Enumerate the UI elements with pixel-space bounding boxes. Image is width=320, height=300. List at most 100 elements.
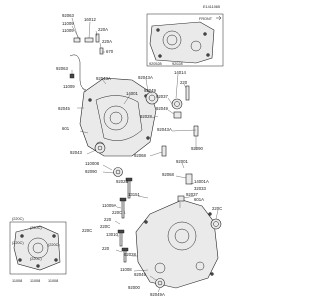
lower-crankcase-half [135, 173, 222, 289]
leader-line [101, 78, 107, 85]
callout-label: 92037 [186, 192, 199, 197]
left-bearing-group [94, 142, 167, 177]
callout-label: 220 [102, 246, 110, 251]
callout-label: 11009A [102, 203, 117, 208]
leader-line [123, 94, 131, 105]
callout-label: 220C [82, 228, 92, 233]
callout-label: 14001 [126, 91, 139, 96]
inset-hole [158, 54, 162, 58]
crankcase-left [79, 77, 157, 157]
leader-line [167, 109, 175, 115]
front-label: FRONT [199, 17, 213, 21]
bolt-head [125, 177, 133, 182]
bolt-pattern-inset [9, 221, 67, 275]
bearing [155, 278, 165, 288]
callout-label: 220 [104, 217, 112, 222]
callout-label: 11008 [48, 279, 58, 283]
dowel-pin [185, 85, 190, 101]
callout-label: (220C) [12, 241, 24, 245]
leader-line [157, 287, 161, 293]
callout-label: 92049 [134, 272, 147, 277]
bearing [145, 91, 159, 105]
leader-line [175, 175, 187, 179]
oil-seal [210, 218, 222, 230]
inset-bore-inner [32, 242, 44, 254]
inset-hole [54, 258, 58, 262]
figure-code: E1411065 [203, 5, 220, 9]
bolt-hole [146, 136, 150, 140]
crank-bore [103, 105, 129, 131]
stud [99, 47, 104, 55]
leader-lines [71, 17, 219, 293]
leader-line [115, 249, 123, 253]
leader-line [215, 209, 219, 220]
stud [95, 33, 100, 43]
callout-label: 16012 [84, 17, 97, 22]
callout-label: (220C) [30, 257, 42, 261]
callout-label: 92049 [144, 88, 157, 93]
bearing-inner [157, 280, 163, 286]
callout-label: 14014 [174, 70, 187, 75]
leader-line [102, 171, 115, 174]
bearing-inner [148, 94, 156, 102]
leader-line [167, 97, 173, 105]
callout-label: 601 [62, 126, 70, 131]
leader-line [149, 275, 157, 281]
leader-line [71, 25, 81, 41]
callout-label: 92028 [124, 252, 137, 257]
leader-line [181, 162, 185, 169]
tube [69, 54, 87, 91]
inset-bore [162, 30, 182, 50]
oil-seal-inner [115, 169, 121, 175]
leader-line [123, 209, 126, 215]
bolt-hole [144, 220, 148, 224]
breather-tube [69, 33, 104, 91]
oil-seal-inner [213, 221, 219, 227]
callout-label: 14001A [194, 179, 209, 184]
callout-label: 920528 [149, 62, 162, 66]
inset-bearing-seat [190, 40, 202, 52]
leader-line [175, 73, 179, 99]
callout-label: 11008 [12, 279, 22, 283]
inset-case [13, 225, 61, 271]
crankcase-right [135, 199, 219, 289]
callout-label: 92037 [156, 94, 169, 99]
plug [177, 195, 185, 202]
callout-label: 92001 [176, 159, 189, 164]
bolt-hole [88, 98, 92, 102]
bolt-hole [210, 272, 214, 276]
callout-label: 11008 [30, 279, 40, 283]
bolt [121, 199, 125, 219]
leader-line [133, 269, 149, 272]
leader-line [95, 30, 98, 37]
oil-seal [171, 98, 183, 110]
callout-label: 92043A [96, 76, 111, 81]
callout-label: 92028 [116, 179, 129, 184]
leader-line [145, 78, 149, 93]
callout-labels: 92063 11009 16012 11009 220A 220A 92063 … [12, 13, 222, 297]
crankcase-rib [95, 95, 143, 141]
leader-line [183, 83, 187, 89]
leader-line [102, 164, 113, 171]
inset-crankcase [149, 21, 215, 64]
leader-line [86, 149, 97, 155]
callout-label: 220A [102, 39, 112, 44]
leader-line [183, 195, 195, 199]
leader-line [189, 182, 195, 185]
crank-bore [167, 221, 197, 251]
bolt-hole [208, 212, 212, 216]
inset-hole [206, 53, 210, 57]
inset-hole [203, 32, 207, 36]
callout-label: 11009 [62, 21, 74, 26]
crankcase-bolts [117, 177, 133, 263]
bearing [94, 142, 106, 154]
stud [161, 145, 167, 157]
crank-bore-inner [109, 111, 123, 125]
callout-label: 13151 [128, 192, 141, 197]
callout-label: 32033 [194, 186, 207, 191]
inset-hole [156, 28, 160, 32]
callout-label: 92090 [191, 146, 204, 151]
crankcase-exploded-diagram: E1411065 FRONT 920528 92028 [9, 5, 224, 297]
shaft-hole [154, 262, 166, 274]
callout-label: 92068 [134, 153, 147, 158]
